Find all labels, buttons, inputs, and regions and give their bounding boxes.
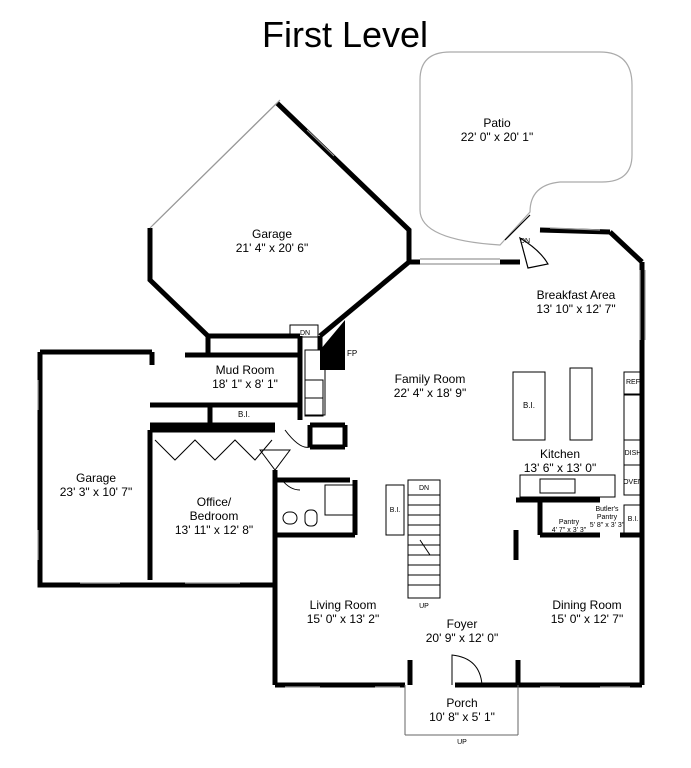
family-room-name: Family Room — [395, 372, 466, 386]
patio-name: Patio — [483, 116, 511, 130]
stair-up-label: UP — [419, 603, 429, 610]
foyer-dims: 20' 9" x 12' 0" — [426, 631, 498, 645]
page-title: First Level — [262, 14, 428, 55]
mud-dn-label: DN — [300, 330, 310, 337]
garage-left-windows — [37, 380, 240, 584]
porch-name: Porch — [446, 696, 477, 710]
mud-bi-label: B.I. — [238, 410, 250, 419]
family-room-dims: 22' 4" x 18' 9" — [394, 386, 466, 400]
kitchen-dims: 13' 6" x 13' 0" — [524, 461, 596, 475]
dining-room-name: Dining Room — [552, 598, 621, 612]
mud-room-dims: 18' 1" x 8' 1" — [212, 377, 278, 391]
butlers-name: Butler's — [595, 506, 619, 513]
pantry-name: Pantry — [559, 519, 580, 526]
office-name: Office/ — [197, 495, 232, 509]
office-dims: 13' 11" x 12' 8" — [175, 523, 253, 537]
stair-dn-label: DN — [419, 485, 429, 492]
front-door — [451, 654, 483, 686]
patio-dims: 22' 0" x 20' 1" — [461, 130, 533, 144]
garage-left-dims: 23' 3" x 10' 7" — [60, 485, 132, 499]
pantry-dims: 4' 7" x 3' 3" — [552, 527, 587, 534]
kitchen-walls — [513, 360, 645, 685]
living-room-name: Living Room — [310, 598, 377, 612]
garage-top-walls — [147, 101, 412, 339]
garage-top-dims: 21' 4" x 20' 6" — [236, 241, 308, 255]
dining-room-dims: 15' 0" x 12' 7" — [551, 612, 623, 626]
main-exterior-walls — [272, 585, 642, 688]
garage-left-name: Garage — [76, 471, 116, 485]
stair-bi-label: B.I. — [390, 507, 401, 514]
mud-room-walls — [150, 336, 323, 428]
fp-label: FP — [347, 349, 357, 358]
dish-label: DISH — [625, 450, 642, 457]
office-name2: Bedroom — [190, 509, 239, 523]
kitchen-name: Kitchen — [540, 447, 580, 461]
stairs — [385, 479, 441, 599]
patio-outline — [419, 51, 633, 246]
porch-outline — [404, 685, 519, 736]
butlers-name2: Pantry — [597, 514, 618, 521]
living-room-dims: 15' 0" x 13' 2" — [307, 612, 379, 626]
room-labels: Patio 22' 0" x 20' 1" Garage 21' 4" x 20… — [60, 116, 625, 724]
kitchen-bi-label: B.I. — [523, 401, 535, 410]
foyer-name: Foyer — [447, 617, 478, 631]
top-exterior-walls — [409, 227, 645, 360]
patio-dn-label: DN — [520, 238, 530, 245]
garage-top-windows — [149, 99, 335, 229]
top-exterior-windows — [420, 227, 646, 340]
oven-label: OVEN — [623, 479, 643, 486]
porch-dims: 10' 8" x 5' 1" — [429, 710, 495, 724]
office-closet-doors — [154, 429, 354, 527]
fireplace — [320, 320, 345, 370]
porch-up-label: UP — [457, 739, 467, 746]
mud-room-fixtures — [289, 324, 326, 417]
office-walls — [150, 422, 358, 590]
breakfast-dims: 13' 10" x 12' 7" — [536, 302, 615, 316]
garage-left-walls — [37, 349, 275, 588]
patio-door — [504, 214, 549, 269]
pantry-bi-label: B.I. — [628, 516, 639, 523]
butlers-dims: 5' 8" x 3' 3" — [590, 522, 625, 529]
garage-top-name: Garage — [252, 227, 292, 241]
breakfast-name: Breakfast Area — [537, 288, 616, 302]
mud-room-name: Mud Room — [216, 363, 275, 377]
ref-label: REF — [626, 379, 640, 386]
